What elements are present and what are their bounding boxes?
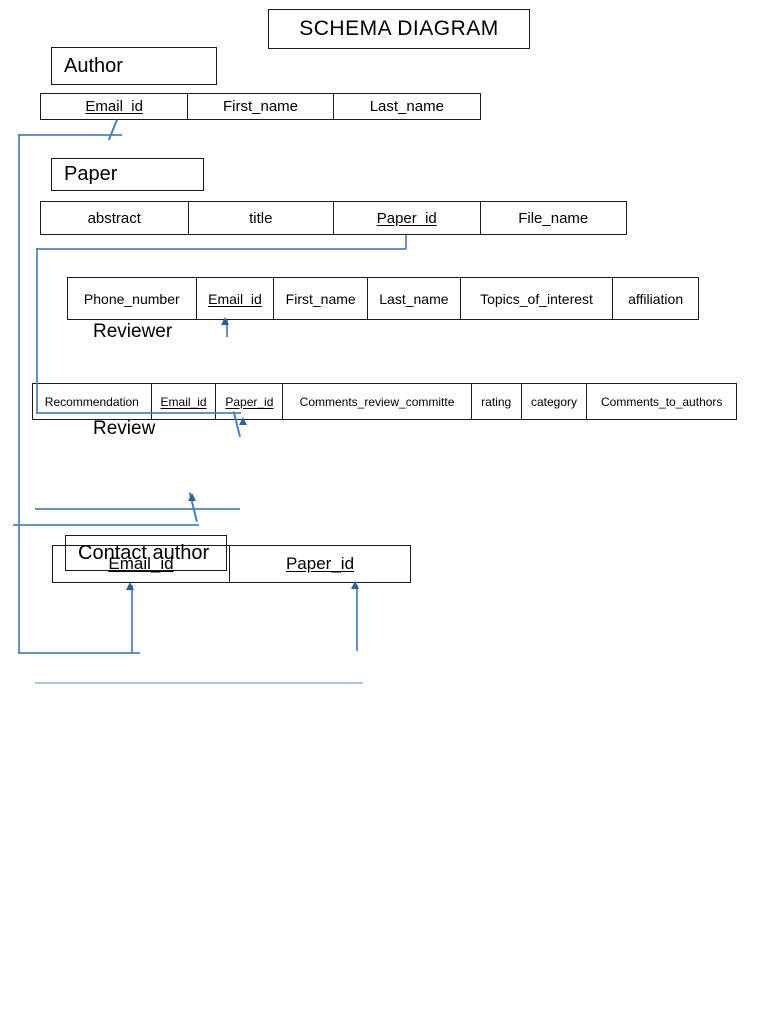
arrowhead-mid-relationship: [188, 493, 196, 501]
attribute-reviewer-phone-number: Phone_number: [68, 278, 197, 319]
attribute-review-recommendation: Recommendation: [33, 384, 152, 419]
connector-mid-horizontal-upper: [35, 508, 240, 510]
attribute-review-email-id: Email_id: [152, 384, 217, 419]
entity-label-author: Author: [51, 47, 217, 85]
connector-paper-id-lower-horizontal: [36, 412, 241, 414]
entity-label-reviewer: Reviewer: [93, 321, 172, 343]
attribute-contact-author-email-id: Email_id: [53, 546, 230, 582]
attribute-table-paper: abstract title Paper_id File_name: [40, 201, 627, 235]
entity-label-reviewer-text: Reviewer: [93, 321, 173, 342]
attribute-paper-paper-id: Paper_id: [334, 202, 481, 234]
attribute-review-rating: rating: [472, 384, 522, 419]
attribute-review-comments-to-authors: Comments_to_authors: [601, 394, 723, 409]
connector-author-email-stub: [108, 119, 118, 141]
arrowhead-contact-author-paper-id: [351, 581, 359, 589]
attribute-reviewer-topics-of-interest: Topics_of_interest: [461, 278, 614, 319]
connector-mid-horizontal-lower: [13, 524, 199, 526]
entity-label-contact-author: Contact author: [65, 535, 227, 571]
attribute-review-paper-id: Paper_id: [216, 384, 284, 419]
connector-contact-paper-id-riser: [356, 585, 358, 651]
connector-paper-id-vertical-spine: [36, 248, 38, 413]
entity-label-contact-author-text: Contact author: [78, 541, 210, 564]
attribute-author-first-name: First_name: [188, 94, 334, 119]
attribute-paper-title: title: [189, 202, 334, 234]
attribute-paper-abstract: abstract: [41, 202, 189, 234]
connector-author-email-bottom-horizontal: [18, 652, 140, 654]
entity-label-review-text: Review: [93, 418, 156, 439]
arrowhead-contact-author-email-id: [126, 582, 134, 590]
attribute-reviewer-affiliation: affiliation: [628, 290, 684, 307]
entity-label-author-text: Author: [64, 54, 123, 77]
arrowhead-review-paper-id: [239, 417, 247, 425]
attribute-contact-author-paper-id: Paper_id: [285, 554, 355, 573]
attribute-reviewer-last-name: Last_name: [368, 278, 461, 319]
connector-author-email-vertical-spine: [18, 134, 20, 653]
attribute-reviewer-email-id: Email_id: [197, 278, 275, 319]
connector-reviewer-email-riser: [226, 320, 228, 337]
attribute-author-last-name: Last_name: [369, 98, 444, 115]
attribute-table-reviewer: Phone_number Email_id First_name Last_na…: [67, 277, 699, 320]
entity-label-paper-text: Paper: [64, 163, 118, 185]
attribute-reviewer-first-name: First_name: [274, 278, 369, 319]
attribute-table-contact-author: Email_id Paper_id: [52, 545, 411, 583]
connector-bottom-rail: [35, 682, 363, 684]
attribute-review-category: category: [522, 384, 588, 419]
diagram-title: SCHEMA DIAGRAM: [299, 17, 499, 40]
diagram-title-box: SCHEMA DIAGRAM: [268, 9, 530, 49]
connector-paper-id-horizontal: [36, 248, 406, 250]
attribute-table-review: Recommendation Email_id Paper_id Comment…: [32, 383, 737, 420]
attribute-paper-file-name: File_name: [518, 209, 589, 227]
attribute-table-author: Email_id First_name Last_name: [40, 93, 481, 120]
entity-label-review: Review: [93, 418, 155, 440]
connector-author-email-horizontal: [18, 134, 122, 136]
arrowhead-reviewer-email-id: [221, 317, 229, 325]
connector-paper-id-stub-vertical: [405, 235, 407, 249]
attribute-review-comments-review-committe: Comments_review_committe: [283, 384, 472, 419]
attribute-author-email-id: Email_id: [41, 94, 189, 119]
entity-label-paper: Paper: [51, 158, 204, 191]
connector-contact-email-riser: [131, 585, 133, 653]
